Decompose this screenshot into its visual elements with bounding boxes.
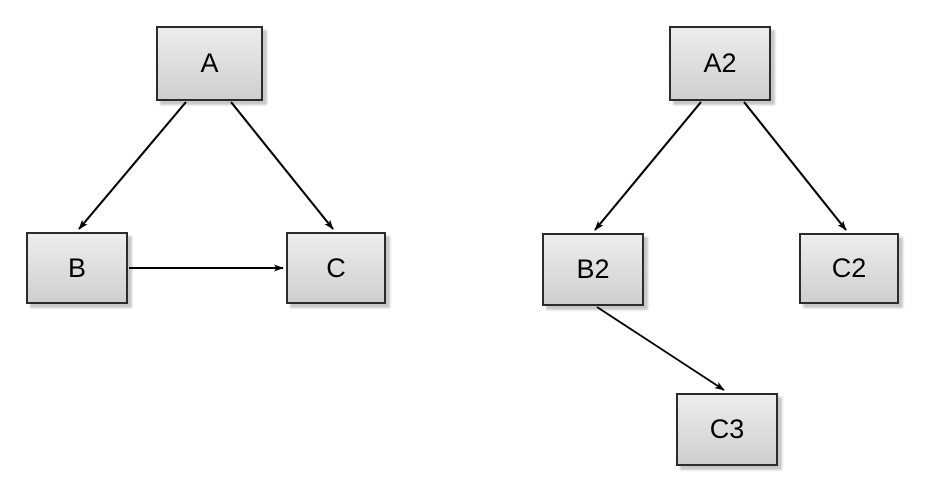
node-b2[interactable]: B2 bbox=[542, 233, 644, 306]
edge-a2-to-c2 bbox=[743, 101, 847, 231]
node-a[interactable]: A bbox=[156, 26, 263, 101]
edge-a2-to-b2 bbox=[594, 101, 702, 231]
node-b[interactable]: B bbox=[26, 232, 128, 304]
edge-a-to-c bbox=[230, 101, 334, 230]
node-c3-label: C3 bbox=[709, 414, 745, 444]
node-b-label: B bbox=[67, 252, 86, 283]
node-c[interactable]: C bbox=[286, 232, 386, 304]
node-a-label: A bbox=[200, 48, 219, 78]
node-a2[interactable]: A2 bbox=[669, 26, 771, 101]
node-c2-label: C2 bbox=[831, 253, 867, 283]
node-c3[interactable]: C3 bbox=[676, 393, 778, 466]
edge-b2-to-c3 bbox=[596, 306, 725, 391]
node-a2-label: A2 bbox=[703, 48, 737, 78]
node-c-label: C bbox=[326, 252, 346, 283]
node-c2[interactable]: C2 bbox=[799, 233, 899, 304]
edge-a-to-b bbox=[78, 101, 187, 230]
node-b2-label: B2 bbox=[576, 254, 610, 284]
